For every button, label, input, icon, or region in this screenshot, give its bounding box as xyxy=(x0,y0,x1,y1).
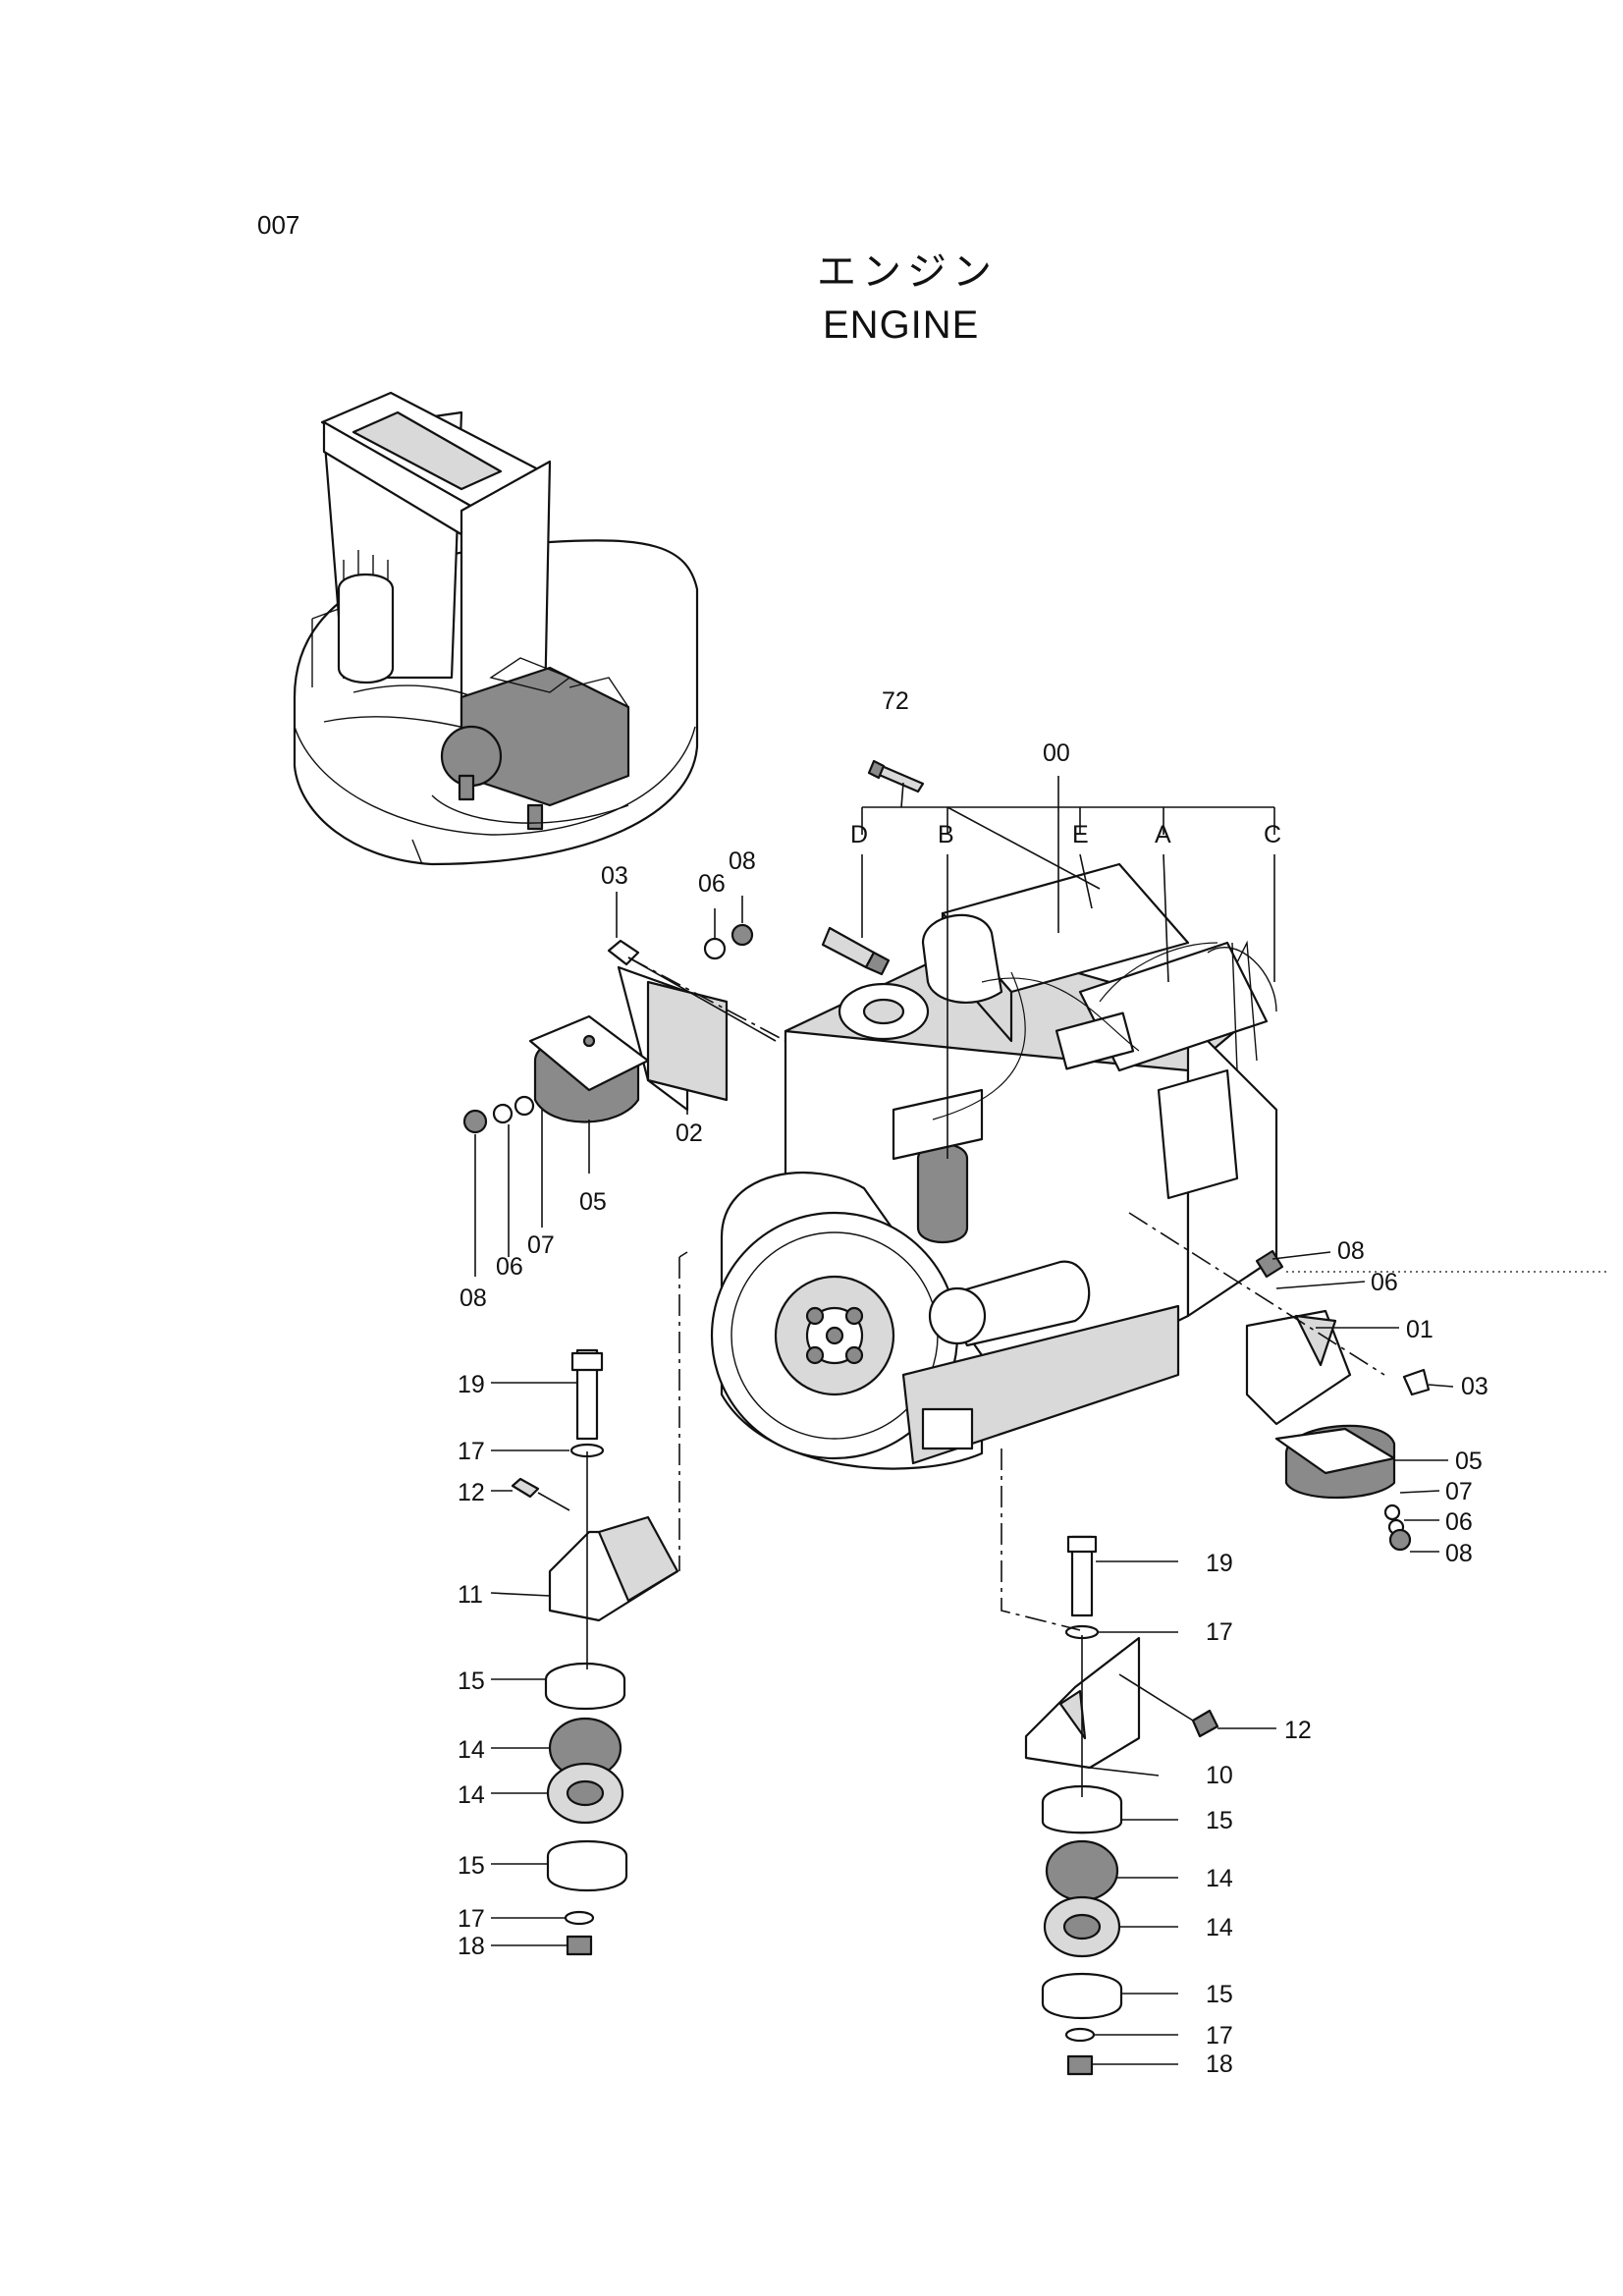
callout-06-left-top: 06 xyxy=(698,870,726,898)
callout-06-right-bottom: 06 xyxy=(1445,1508,1473,1536)
page-number: 007 xyxy=(257,210,299,240)
rear-right-mount-stack xyxy=(1024,1535,1219,2076)
callout-02: 02 xyxy=(676,1120,703,1147)
callout-labels: 72 00 D B E A C 03 06 08 02 05 07 06 08 … xyxy=(458,687,1488,2078)
title-japanese: エンジン xyxy=(817,249,998,295)
callout-14-left-top: 14 xyxy=(458,1736,485,1764)
front-left-mount-parts xyxy=(462,923,754,1134)
callout-15-right-top: 15 xyxy=(1206,1807,1233,1834)
callout-08-right-bottom: 08 xyxy=(1445,1540,1473,1567)
callout-12-right: 12 xyxy=(1284,1717,1312,1744)
callout-07-left: 07 xyxy=(527,1231,555,1259)
leader-lines xyxy=(474,776,1610,2065)
callout-B: B xyxy=(938,821,954,848)
callout-14-right-bottom: 14 xyxy=(1206,1914,1233,1941)
callout-A: A xyxy=(1155,821,1171,848)
callout-08-right-top: 08 xyxy=(1337,1237,1365,1265)
callout-19-left: 19 xyxy=(458,1371,485,1398)
callout-17-left-bottom: 17 xyxy=(458,1905,485,1933)
callout-18-left: 18 xyxy=(458,1933,485,1960)
part-72-glow-plug xyxy=(867,759,925,793)
callout-E: E xyxy=(1072,821,1089,848)
callout-17-left-top: 17 xyxy=(458,1438,485,1465)
callout-06-left-bottom: 06 xyxy=(496,1253,523,1281)
part-D-sensor xyxy=(821,926,891,976)
callout-03-right: 03 xyxy=(1461,1373,1488,1400)
front-right-mount-parts xyxy=(1245,1249,1431,1552)
callout-72: 72 xyxy=(882,687,909,715)
callout-D: D xyxy=(850,821,868,848)
rear-left-mount-stack xyxy=(511,1348,679,1956)
callout-08-left-bottom: 08 xyxy=(460,1285,487,1312)
callout-17-right-bottom: 17 xyxy=(1206,2022,1233,2050)
callout-14-left-bottom: 14 xyxy=(458,1781,485,1809)
callout-07-right: 07 xyxy=(1445,1478,1473,1505)
callout-15-left-top: 15 xyxy=(458,1667,485,1695)
callout-08-left-top: 08 xyxy=(729,847,756,875)
callout-11: 11 xyxy=(458,1581,483,1609)
title-english: ENGINE xyxy=(823,303,979,347)
callout-17-right-top: 17 xyxy=(1206,1618,1233,1646)
callout-00: 00 xyxy=(1043,739,1070,767)
callout-05-right: 05 xyxy=(1455,1448,1483,1475)
callout-10: 10 xyxy=(1206,1762,1233,1789)
machine-locator-drawing xyxy=(293,391,699,866)
callout-06-right-top: 06 xyxy=(1371,1269,1398,1296)
callout-15-right-bottom: 15 xyxy=(1206,1981,1233,2008)
callout-03-left: 03 xyxy=(601,862,628,890)
callout-14-right-top: 14 xyxy=(1206,1865,1233,1892)
callout-01: 01 xyxy=(1406,1316,1434,1343)
callout-12-left: 12 xyxy=(458,1479,485,1506)
callout-15-left-bottom: 15 xyxy=(458,1852,485,1880)
callout-19-right: 19 xyxy=(1206,1550,1233,1577)
callout-05-left: 05 xyxy=(579,1188,607,1216)
engine-assembly-drawing xyxy=(710,862,1278,1470)
callout-C: C xyxy=(1264,821,1281,848)
callout-18-right: 18 xyxy=(1206,2050,1233,2078)
